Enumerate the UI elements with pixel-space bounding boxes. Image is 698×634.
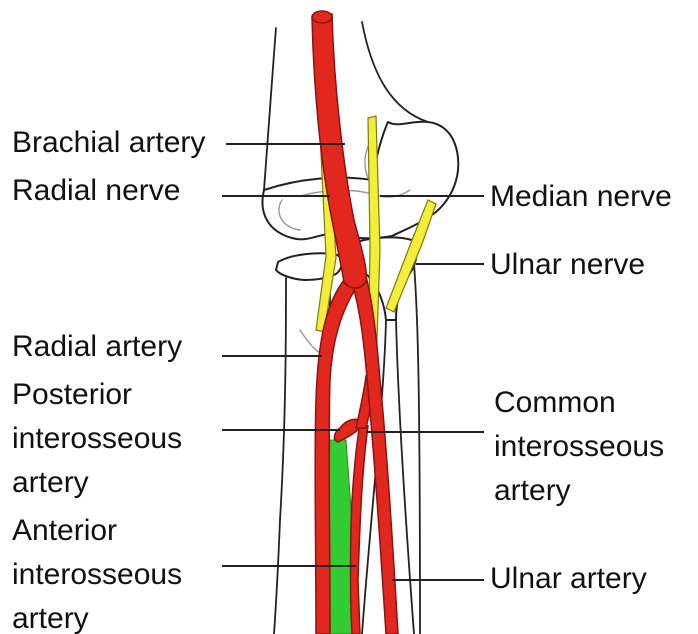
label-line: Anterior: [12, 514, 117, 547]
label-line: Brachial artery: [12, 126, 205, 159]
humerus-shaft-right-edge: [362, 22, 428, 122]
radius-shaft: [274, 278, 286, 634]
label-line: Radial nerve: [12, 174, 180, 207]
label-posterior-interosseous-artery: Posterior interosseous artery: [12, 378, 190, 499]
label-line: Common: [494, 386, 616, 419]
ulna-shaft-medial: [396, 320, 414, 634]
brachial-artery: [312, 14, 366, 288]
label-line: artery: [12, 602, 89, 634]
label-ulnar-nerve: Ulnar nerve: [490, 248, 645, 281]
label-radial-artery: Radial artery: [12, 330, 182, 363]
label-line: Posterior: [12, 378, 132, 411]
anterior-interosseous-artery: [351, 424, 369, 634]
label-line: Median nerve: [490, 180, 672, 213]
label-line: Radial artery: [12, 330, 182, 363]
label-radial-nerve: Radial nerve: [12, 174, 180, 207]
label-line: interosseous: [12, 422, 182, 455]
label-line: Ulnar nerve: [490, 248, 645, 281]
humerus-shaft-left-edge: [264, 28, 276, 190]
label-anterior-interosseous-artery: Anterior interosseous artery: [12, 514, 190, 634]
forearm-outline-right: [412, 240, 420, 634]
label-median-nerve: Median nerve: [490, 180, 672, 213]
label-line: Ulnar artery: [490, 562, 647, 595]
label-brachial-artery: Brachial artery: [12, 126, 205, 159]
label-ulnar-artery: Ulnar artery: [490, 562, 647, 595]
label-line: interosseous: [12, 558, 182, 591]
bones: [262, 22, 458, 634]
label-common-interosseous-artery: Common interosseous artery: [494, 386, 672, 507]
label-line: interosseous: [494, 430, 664, 463]
brachial-artery-cut-end: [312, 11, 332, 23]
label-line: artery: [12, 466, 89, 499]
label-line: artery: [494, 474, 571, 507]
